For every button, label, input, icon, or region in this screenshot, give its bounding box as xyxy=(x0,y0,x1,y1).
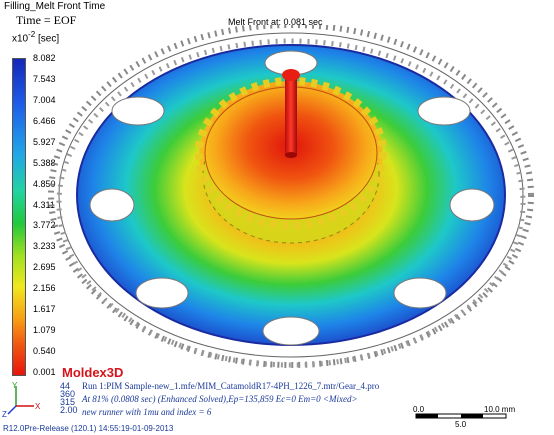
scale-bar: 0.0 10.0 mm 5.0 xyxy=(413,405,515,429)
unit-prefix: x10 xyxy=(12,33,29,45)
legend-value: 7.004 xyxy=(33,94,56,105)
stat-value: 360 xyxy=(60,389,76,399)
stat-value: 315 xyxy=(60,397,76,407)
solve-status: At 81% (0.0808 sec) (Enhanced Solved),Ep… xyxy=(82,394,358,404)
run-path: Run 1:PIM Sample-new_1.mfe/MIM_CatamoldR… xyxy=(82,381,380,391)
sprue-runner xyxy=(282,69,300,158)
legend-value: 5.388 xyxy=(33,157,56,168)
outer-gear-teeth-lower xyxy=(56,38,526,368)
unit-exponent: -2 xyxy=(28,30,36,39)
result-title: Filling_Melt Front Time xyxy=(4,1,106,12)
axis-y-label: Y xyxy=(12,381,18,390)
stat-value: 2.00 xyxy=(60,405,78,415)
mesh-stats: 44 360 315 2.00 xyxy=(60,381,78,415)
legend-value: 5.927 xyxy=(33,136,56,147)
unit-label: x10-2 [sec] xyxy=(12,30,59,44)
scale-left-label: 0.0 xyxy=(413,405,425,414)
legend-value: 0.001 xyxy=(33,367,56,377)
time-label: Time = EOF xyxy=(16,13,77,27)
melt-front-label: Melt Front at: 0.081 sec xyxy=(228,17,323,27)
axis-x-label: X xyxy=(35,402,41,411)
gear-model-render[interactable] xyxy=(40,25,552,375)
scale-mid-label: 5.0 xyxy=(455,420,467,429)
unit-text: [sec] xyxy=(38,33,60,45)
legend-value: 3.772 xyxy=(33,220,56,231)
color-legend-bar xyxy=(12,58,26,376)
runner-note: new runner with 1mu and index = 6 xyxy=(82,407,212,417)
version-footer: R12.0Pre-Release (120.1) 14:55:19-01-09-… xyxy=(3,424,174,433)
legend-value: 6.466 xyxy=(33,115,56,126)
legend-value: 4.850 xyxy=(33,178,56,189)
legend-value: 7.543 xyxy=(33,73,56,84)
moldex3d-logo: Moldex3D xyxy=(62,365,124,380)
scale-right-label: 10.0 mm xyxy=(484,405,515,414)
legend-value: 2.695 xyxy=(33,262,56,273)
axis-z-label: Z xyxy=(2,410,7,418)
outer-gear-teeth xyxy=(48,25,534,368)
stat-value: 44 xyxy=(60,381,71,391)
legend-value: 0.540 xyxy=(33,346,56,357)
outer-gear-outline xyxy=(58,32,524,358)
legend-value: 1.617 xyxy=(33,304,56,315)
run-info: Run 1:PIM Sample-new_1.mfe/MIM_CatamoldR… xyxy=(82,380,379,419)
legend-value: 3.233 xyxy=(33,241,56,252)
legend-value: 1.079 xyxy=(33,325,56,336)
legend-value: 8.082 xyxy=(33,53,56,63)
legend-value: 4.311 xyxy=(33,199,55,210)
axis-triad: Y X Z xyxy=(2,381,41,418)
legend-value: 2.156 xyxy=(33,283,56,294)
plate-holes xyxy=(89,50,495,346)
